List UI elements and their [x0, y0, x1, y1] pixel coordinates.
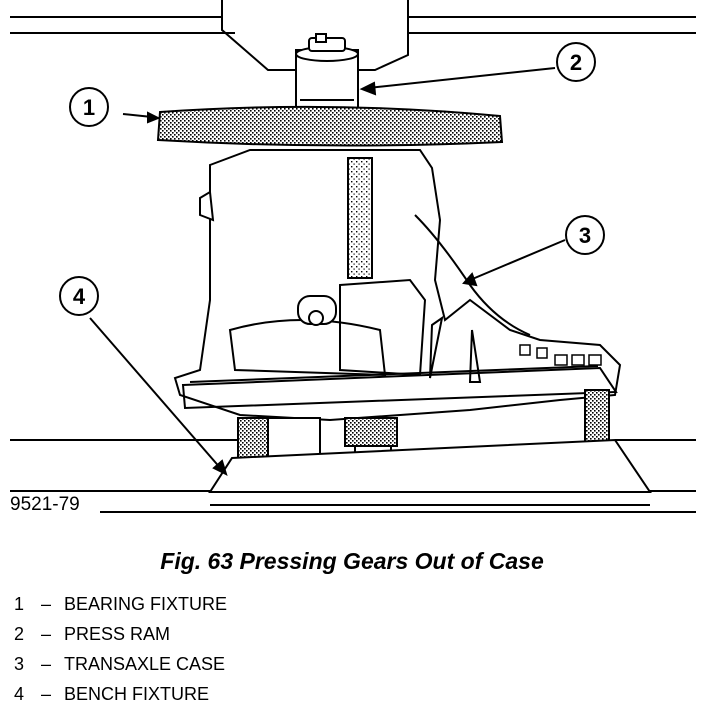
leader-lines	[89, 67, 566, 476]
legend-label: BENCH FIXTURE	[64, 684, 210, 704]
work-surface	[10, 439, 696, 513]
callout-3: 3	[565, 215, 605, 255]
legend-item: 2–PRESS RAM	[10, 619, 227, 649]
legend-dash: –	[40, 624, 51, 644]
legend-dash: –	[40, 594, 51, 614]
callout-1: 1	[69, 87, 109, 127]
legend-number: 2	[13, 624, 24, 644]
bearing-fixture	[156, 105, 504, 147]
legend-number: 1	[13, 594, 24, 614]
figure-caption: Fig. 63 Pressing Gears Out of Case	[160, 548, 544, 574]
legend-label: BEARING FIXTURE	[64, 594, 228, 614]
svg-text:4: 4	[73, 284, 86, 309]
callout-2: 2	[556, 42, 596, 82]
transaxle-case	[173, 149, 622, 422]
press-ram	[295, 33, 359, 111]
figure-code: 9521-79	[10, 494, 80, 515]
legend-list: 1–BEARING FIXTURE 2–PRESS RAM 3–TRANSAXL…	[10, 589, 227, 709]
svg-text:3: 3	[579, 223, 591, 248]
technical-illustration: 1 2 3 4 9521-79	[10, 0, 696, 515]
legend-dash: –	[40, 684, 51, 704]
legend-label: TRANSAXLE CASE	[64, 654, 226, 674]
legend-item: 3–TRANSAXLE CASE	[10, 649, 227, 679]
legend-dash: –	[40, 654, 51, 674]
legend-label: PRESS RAM	[64, 624, 171, 644]
legend-item: 4–BENCH FIXTURE	[10, 679, 227, 709]
svg-text:1: 1	[83, 95, 95, 120]
callout-4: 4	[59, 276, 99, 316]
legend-item: 1–BEARING FIXTURE	[10, 589, 227, 619]
legend-number: 4	[13, 684, 24, 704]
legend-number: 3	[13, 654, 24, 674]
svg-text:2: 2	[570, 50, 582, 75]
